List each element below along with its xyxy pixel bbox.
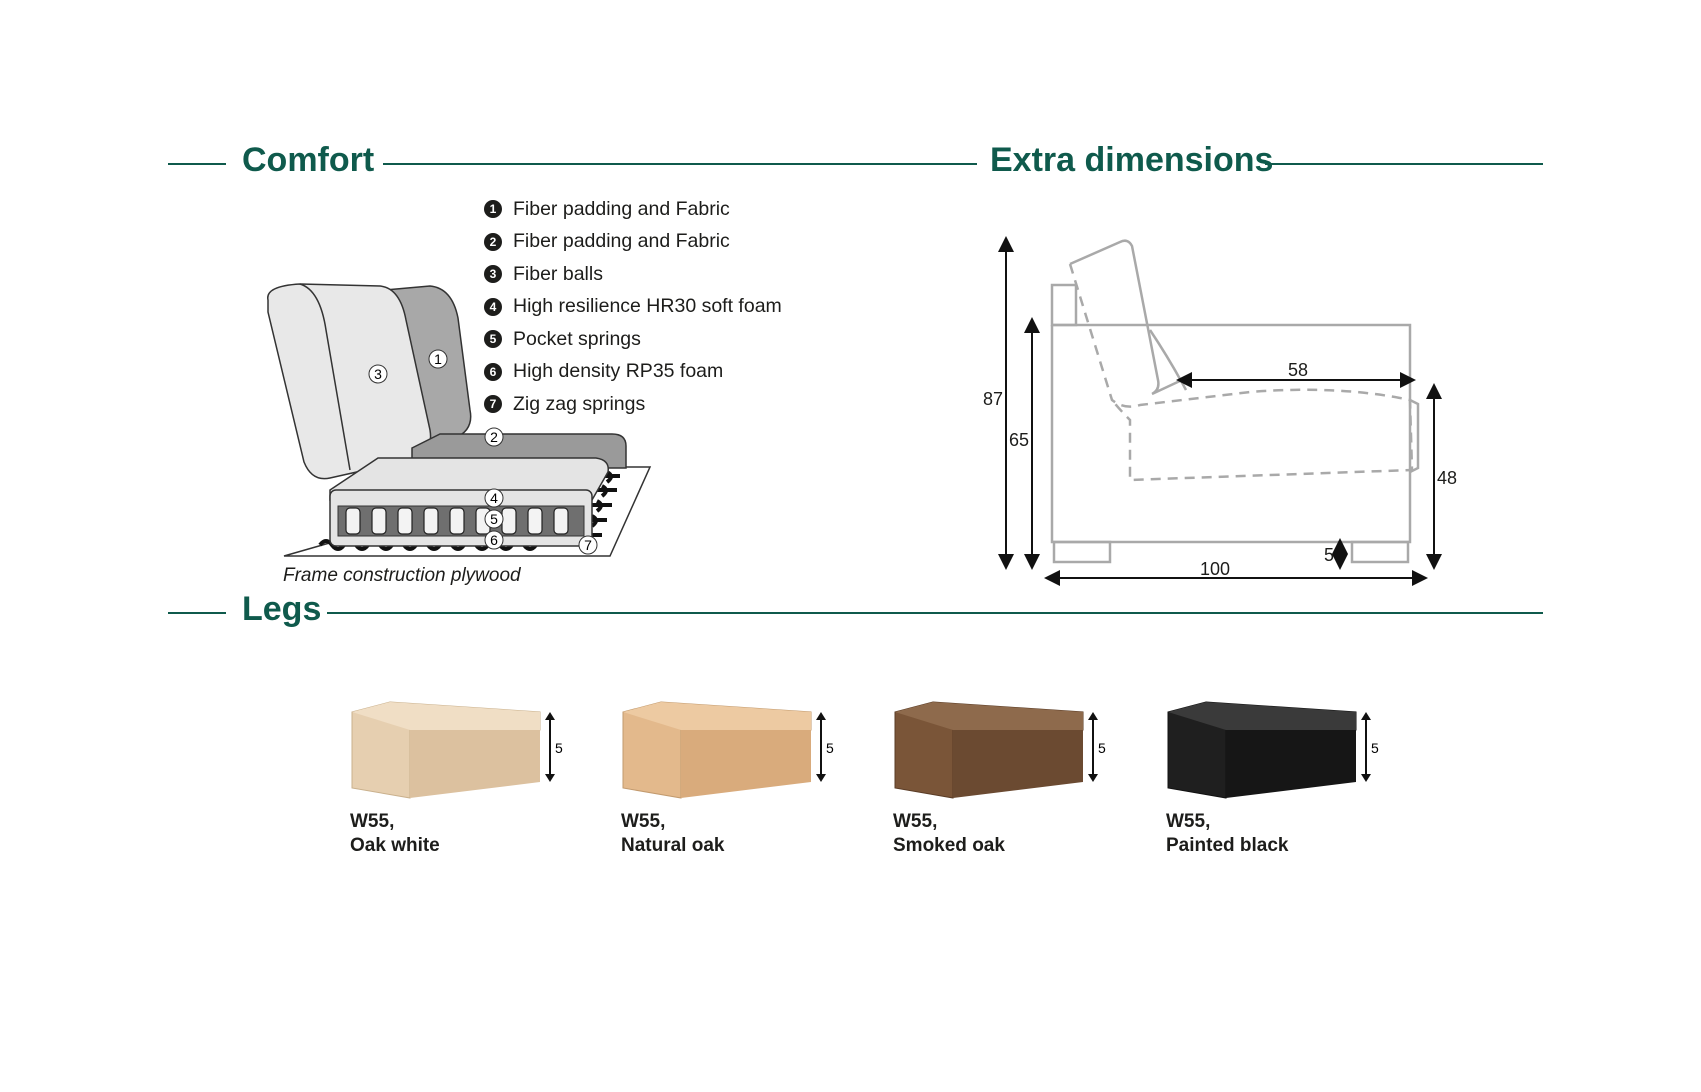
legend-item: 1 Fiber padding and Fabric bbox=[484, 193, 844, 226]
dim-seat-depth: 58 bbox=[1288, 360, 1308, 380]
legend-label: High resilience HR30 soft foam bbox=[513, 295, 782, 318]
leg-option-painted-black[interactable]: 5 W55, Painted black bbox=[1166, 700, 1396, 870]
dimension-labels: 87 65 58 48 100 5 bbox=[983, 360, 1457, 579]
leg-height-label: 5 bbox=[1098, 740, 1106, 756]
leg-caption: W55, Painted black bbox=[1166, 810, 1289, 858]
leg-finish: Smoked oak bbox=[893, 835, 1005, 856]
legend-number: 3 bbox=[484, 265, 502, 284]
leg-model: W55, bbox=[1166, 811, 1211, 832]
marker-4: 4 bbox=[490, 490, 498, 506]
marker-circle-2 bbox=[484, 427, 504, 447]
leg-option-natural-oak[interactable]: 5 W55, Natural oak bbox=[621, 700, 851, 870]
comfort-title: Comfort bbox=[242, 141, 375, 179]
leg-image: 5 bbox=[351, 701, 563, 799]
extra-dimensions-rule bbox=[1265, 163, 1543, 165]
marker-circle-3 bbox=[368, 364, 388, 384]
marker-circle-7 bbox=[578, 535, 598, 555]
marker-circle-1 bbox=[428, 349, 448, 369]
leg-height-label: 5 bbox=[1371, 740, 1379, 756]
leg-caption: W55, Natural oak bbox=[621, 810, 724, 858]
leg-finish: Natural oak bbox=[621, 835, 725, 856]
marker-circle-4 bbox=[484, 488, 504, 508]
marker-3: 3 bbox=[374, 366, 382, 382]
back-cushion-inner bbox=[267, 283, 432, 480]
leg-caption: W55, Oak white bbox=[350, 810, 440, 858]
legend-label: Zig zag springs bbox=[513, 392, 646, 415]
legend-item: 5 Pocket springs bbox=[484, 323, 844, 356]
seat-cushion-outline bbox=[1068, 263, 1414, 482]
legend-number: 7 bbox=[484, 395, 502, 414]
legs-title: Legs bbox=[242, 590, 322, 628]
legend-item: 3 Fiber balls bbox=[484, 258, 844, 291]
leg-finish: Painted black bbox=[1166, 835, 1289, 856]
legend-label: Fiber balls bbox=[513, 262, 603, 285]
sofa-outline bbox=[1050, 239, 1420, 564]
leg-height-label: 5 bbox=[555, 740, 563, 756]
dim-seat-height: 48 bbox=[1437, 468, 1457, 488]
leg-finish: Oak white bbox=[350, 835, 440, 856]
marker-7: 7 bbox=[584, 537, 592, 553]
frame-caption: Frame construction plywood bbox=[283, 565, 521, 586]
leg-height-label: 5 bbox=[826, 740, 834, 756]
marker-2: 2 bbox=[490, 429, 498, 445]
legend-number: 4 bbox=[484, 297, 502, 316]
marker-1: 1 bbox=[434, 351, 442, 367]
legend-label: Fiber padding and Fabric bbox=[513, 230, 730, 253]
marker-6: 6 bbox=[490, 532, 498, 548]
back-cushion-seam bbox=[299, 283, 351, 471]
legend-label: Pocket springs bbox=[513, 327, 641, 350]
pocket-springs bbox=[345, 507, 569, 535]
dim-leg-height: 5 bbox=[1324, 545, 1334, 565]
legend-item: 4 High resilience HR30 soft foam bbox=[484, 291, 844, 324]
dim-armrest-height: 65 bbox=[1009, 430, 1029, 450]
leg-caption: W55, Smoked oak bbox=[893, 810, 1005, 858]
legend-number: 5 bbox=[484, 330, 502, 349]
legend-item: 6 High density RP35 foam bbox=[484, 356, 844, 389]
legend-number: 6 bbox=[484, 362, 502, 381]
legs-rule-left bbox=[168, 612, 226, 614]
leg-model: W55, bbox=[893, 811, 938, 832]
marker-circle-5 bbox=[484, 509, 504, 529]
marker-circle-6 bbox=[484, 530, 504, 550]
legend-label: Fiber padding and Fabric bbox=[513, 197, 730, 220]
legend-item: 7 Zig zag springs bbox=[484, 388, 844, 421]
legend-label: High density RP35 foam bbox=[513, 360, 724, 383]
comfort-rule-left bbox=[168, 163, 226, 165]
legend-item: 2 Fiber padding and Fabric bbox=[484, 226, 844, 259]
legend-number: 2 bbox=[484, 232, 502, 251]
extra-dimensions-title: Extra dimensions bbox=[990, 141, 1274, 179]
marker-5: 5 bbox=[490, 511, 498, 527]
diagram-markers: 1 2 3 4 5 6 7 bbox=[368, 349, 598, 555]
leg-image: 5 bbox=[1167, 701, 1379, 799]
legend-number: 1 bbox=[484, 200, 502, 219]
leg-option-smoked-oak[interactable]: 5 W55, Smoked oak bbox=[893, 700, 1123, 870]
legs-rule-right bbox=[327, 612, 1543, 614]
comfort-rule-right bbox=[383, 163, 977, 165]
leg-image: 5 bbox=[894, 701, 1106, 799]
leg-model: W55, bbox=[350, 811, 395, 832]
leg-option-oak-white[interactable]: 5 W55, Oak white bbox=[350, 700, 580, 870]
leg-image: 5 bbox=[622, 701, 834, 799]
dim-width: 100 bbox=[1200, 559, 1230, 579]
dim-total-height: 87 bbox=[983, 389, 1003, 409]
dimension-lines bbox=[998, 236, 1442, 586]
leg-model: W55, bbox=[621, 811, 666, 832]
